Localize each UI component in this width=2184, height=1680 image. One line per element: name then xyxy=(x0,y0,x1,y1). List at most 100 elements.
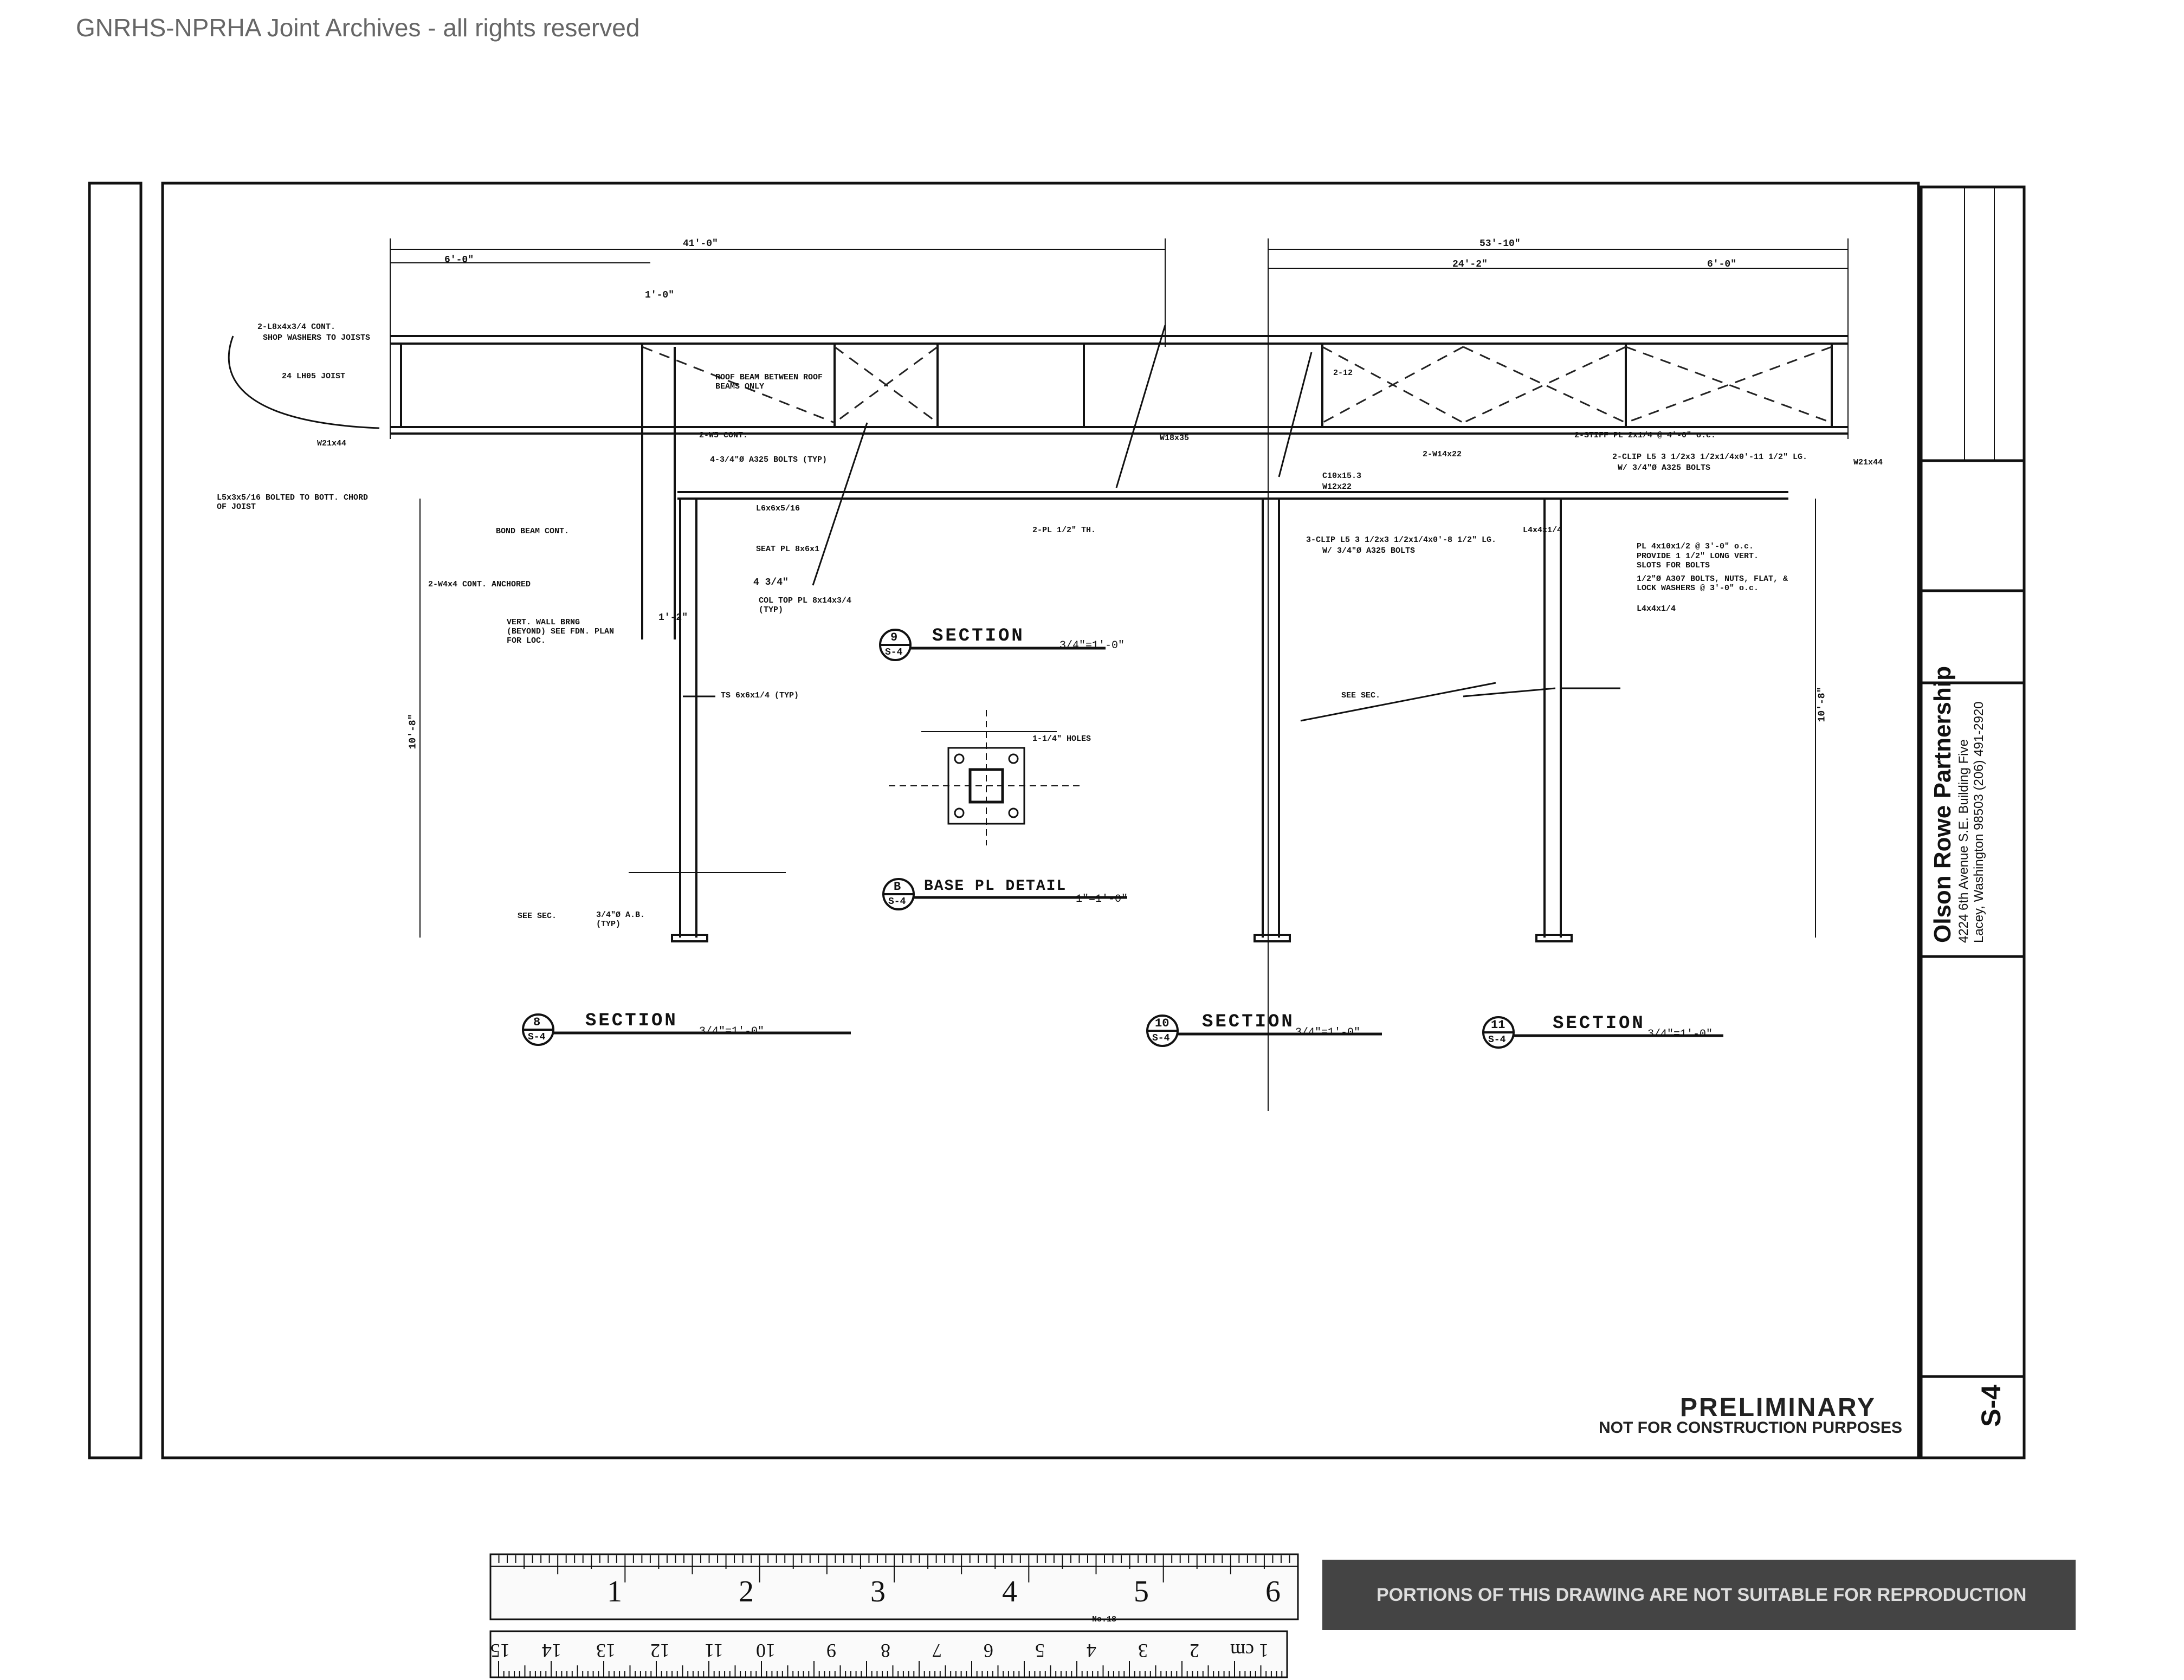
ruler-cm-label: 3 xyxy=(1138,1640,1148,1662)
ruler-cm-label: 2 xyxy=(1190,1640,1199,1662)
note-text: ROOF BEAM BETWEEN ROOF BEAMS ONLY xyxy=(715,373,823,391)
firm-address-line1: 4224 6th Avenue S.E. Building Five xyxy=(1956,739,1971,943)
section-bubble-ref: S-4 xyxy=(1152,1033,1170,1044)
dim-text: 1'-2" xyxy=(658,612,688,623)
section-scale: 3/4"=1'-0" xyxy=(1295,1026,1361,1039)
dim-text: 53'-10" xyxy=(1479,238,1521,249)
title-block-border xyxy=(1920,185,2026,1459)
note-text: 1/2"Ø A307 BOLTS, NUTS, FLAT, & LOCK WAS… xyxy=(1637,574,1788,593)
section-scale: 1"=1'-0" xyxy=(1076,893,1128,906)
section-bubble-number: B xyxy=(894,880,901,894)
note-text: C10x15.3 xyxy=(1322,471,1362,481)
note-text: L4x4x1/4 xyxy=(1523,526,1562,535)
note-text: 4-3/4"Ø A325 BOLTS (TYP) xyxy=(710,455,828,464)
ruler-cm-label: 9 xyxy=(826,1640,836,1662)
note-text: 3/4"Ø A.B. (TYP) xyxy=(596,910,645,929)
firm-name: Olson Rowe Partnership xyxy=(1929,666,1956,943)
dim-text: 24'-2" xyxy=(1452,259,1488,270)
dim-text: 1'-0" xyxy=(645,290,675,301)
note-text: PL 4x10x1/2 @ 3'-0" o.c. xyxy=(1637,542,1754,551)
note-text: BOND BEAM CONT. xyxy=(496,527,570,536)
note-text: 2-PL 1/2" TH. xyxy=(1032,526,1096,535)
ruler-cm-label: 4 xyxy=(1087,1640,1096,1662)
section-label: SECTION xyxy=(1202,1012,1295,1032)
ruler-cm-label: 12 xyxy=(650,1640,670,1662)
note-text: 24 LH05 JOIST xyxy=(282,372,346,381)
ruler-cm-label: 6 xyxy=(984,1640,993,1662)
note-text: 2-L8x4x3/4 CONT. xyxy=(257,322,336,332)
firm-info: Olson Rowe Partnership 4224 6th Avenue S… xyxy=(1929,666,1987,943)
note-text: SEE SEC. xyxy=(518,912,557,921)
ruler-inch-label: 4 xyxy=(1002,1575,1017,1608)
note-text: SEE SEC. xyxy=(1341,691,1381,700)
note-text: W18x35 xyxy=(1160,434,1190,443)
sheet-number: S-4 xyxy=(1975,1385,2006,1427)
section-label: BASE PL DETAIL xyxy=(924,878,1067,895)
dim-text: 10'-8" xyxy=(408,714,419,749)
note-text: L6x6x5/16 xyxy=(756,504,800,513)
reproduction-warning-stamp: PORTIONS OF THIS DRAWING ARE NOT SUITABL… xyxy=(1322,1560,2076,1630)
dim-text: 41'-0" xyxy=(683,238,718,249)
ruler-cm-label: 14 xyxy=(542,1640,561,1662)
ruler-cm-label: 11 xyxy=(705,1640,723,1662)
dim-text: 10'-8" xyxy=(1817,687,1828,722)
section-bubble-number: 9 xyxy=(890,631,898,644)
note-text: W/ 3/4"Ø A325 BOLTS xyxy=(1618,463,1711,473)
section-label: SECTION xyxy=(1553,1013,1645,1034)
ruler-cm-label: 10 xyxy=(756,1640,776,1662)
preliminary-stamp: PRELIMINARY xyxy=(1680,1393,1876,1422)
note-text: PROVIDE 1 1/2" LONG VERT. SLOTS FOR BOLT… xyxy=(1637,552,1759,570)
ruler-label: No.18 xyxy=(1092,1615,1117,1624)
section-bubble-ref: S-4 xyxy=(885,647,903,658)
note-text: W12x22 xyxy=(1322,482,1352,492)
ruler-cm-label: 5 xyxy=(1035,1640,1045,1662)
note-text: W21x44 xyxy=(1853,458,1883,467)
section-bubble-ref: S-4 xyxy=(1488,1035,1506,1045)
section-label: SECTION xyxy=(585,1011,678,1031)
note-text: 2-W4x4 CONT. ANCHORED xyxy=(428,580,531,589)
note-text: COL TOP PL 8x14x3/4 (TYP) xyxy=(759,596,852,615)
ruler-inch-label: 5 xyxy=(1134,1575,1149,1608)
section-bubble-ref: S-4 xyxy=(528,1032,546,1043)
section-bubble-number: 8 xyxy=(533,1016,541,1029)
ruler-inch-label: 6 xyxy=(1265,1575,1281,1608)
not-for-construction-note: NOT FOR CONSTRUCTION PURPOSES xyxy=(1599,1419,1903,1437)
section-bubble-number: 11 xyxy=(1491,1018,1505,1032)
ruler-cm-label: 7 xyxy=(932,1640,942,1662)
ruler-inch-label: 2 xyxy=(739,1575,754,1608)
note-text: L4x4x1/4 xyxy=(1637,604,1676,613)
note-text: L5x3x5/16 BOLTED TO BOTT. CHORD OF JOIST xyxy=(217,493,369,512)
note-text: 3-CLIP L5 3 1/2x3 1/2x1/4x0'-8 1/2" LG. xyxy=(1306,535,1497,545)
section-bubble-ref: S-4 xyxy=(888,896,906,907)
note-text: VERT. WALL BRNG (BEYOND) SEE FDN. PLAN F… xyxy=(507,618,615,645)
dim-text: 4 3/4" xyxy=(753,577,789,588)
note-text: SEAT PL 8x6x1 xyxy=(756,545,820,554)
note-text: W21x44 xyxy=(317,439,347,448)
note-text: TS 6x6x1/4 (TYP) xyxy=(721,691,799,700)
note-text: 2-12 xyxy=(1333,369,1353,378)
section-bubble-number: 10 xyxy=(1155,1017,1169,1030)
section-label: SECTION xyxy=(932,626,1025,647)
section-scale: 3/4"=1'-0" xyxy=(1647,1028,1713,1041)
firm-address-line2: Lacey, Washington 98503 (206) 491-2920 xyxy=(1972,701,1986,943)
note-text: W/ 3/4"Ø A325 BOLTS xyxy=(1322,546,1416,555)
watermark-text: GNRHS-NPRHA Joint Archives - all rights … xyxy=(76,14,640,42)
drawing-border xyxy=(161,182,1920,1459)
note-text: 2-CLIP L5 3 1/2x3 1/2x1/4x0'-11 1/2" LG. xyxy=(1612,453,1808,462)
note-text: 2-W14x22 xyxy=(1423,450,1462,459)
left-margin-strip xyxy=(88,182,143,1459)
section-scale: 3/4"=1'-0" xyxy=(1059,639,1125,652)
ruler-cm-label: 15 xyxy=(490,1640,510,1662)
ruler-cm-label: 13 xyxy=(596,1640,616,1662)
ruler-inch-label: 3 xyxy=(870,1575,886,1608)
ruler-cm-label: 1 cm xyxy=(1230,1640,1269,1662)
note-text: 2-W5 CONT. xyxy=(699,431,748,440)
note-text: 1-1/4" HOLES xyxy=(1032,734,1091,744)
ruler-inch-label: 1 xyxy=(607,1575,622,1608)
section-scale: 3/4"=1'-0" xyxy=(699,1025,765,1038)
ruler-cm-label: 8 xyxy=(881,1640,890,1662)
note-text: 2-STIFF PL 2x1/4 @ 4'-0" o.c. xyxy=(1574,431,1716,440)
dim-text: 6'-0" xyxy=(1707,259,1737,270)
note-text: SHOP WASHERS TO JOISTS xyxy=(263,333,371,343)
